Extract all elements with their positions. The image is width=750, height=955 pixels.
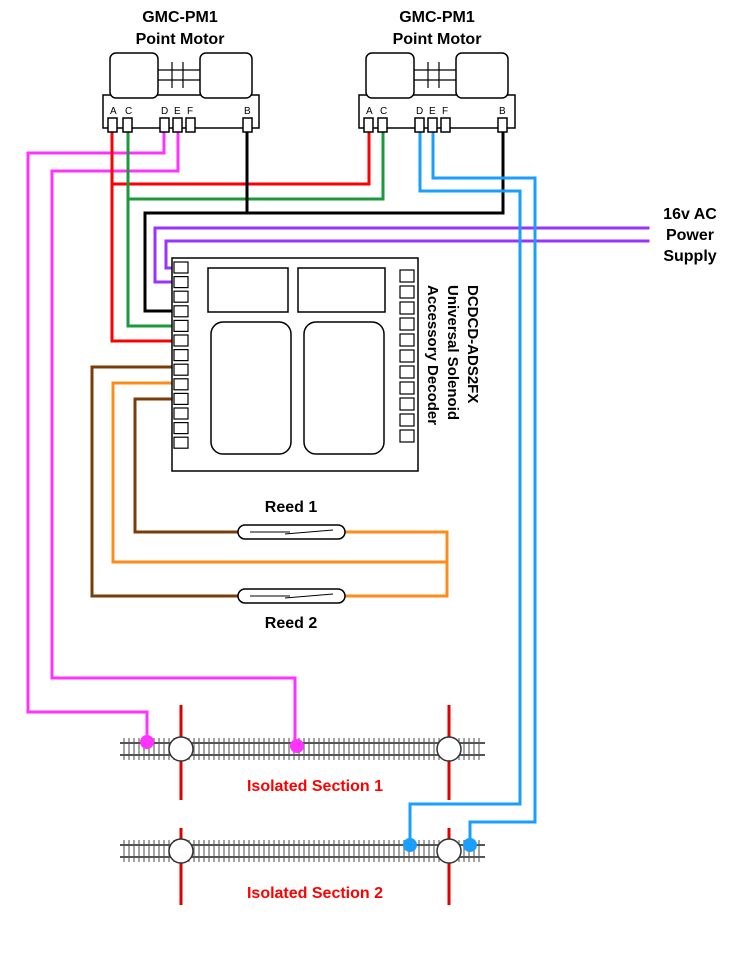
decoder-terminal	[399, 381, 415, 395]
decoder-terminal	[399, 365, 415, 379]
pin-label-e: E	[174, 106, 181, 117]
decoder-terminal	[173, 290, 189, 303]
reed-switch-1	[237, 524, 346, 540]
decoder-terminal	[399, 397, 415, 411]
pin-label-d: D	[416, 106, 423, 117]
decoder-left-terminals	[173, 261, 189, 449]
rail-joiner-2b	[436, 838, 462, 864]
wire-green-motor-left	[126, 131, 176, 328]
decoder-label-line1: DCDCD-ADS2FX	[464, 285, 481, 403]
feeder-dot-magenta-2	[290, 739, 304, 753]
power-supply-label-2: Power	[666, 227, 714, 244]
rail-joiner-1a	[168, 736, 194, 762]
decoder-terminal	[399, 285, 415, 299]
reed-1-label: Reed 1	[265, 499, 318, 516]
decoder-label: DCDCD-ADS2FX Universal Solenoid Accessor…	[424, 285, 481, 425]
wire-purple-power-1	[153, 226, 650, 284]
pin-label-c: C	[380, 106, 387, 117]
power-supply-label-1: 16v AC	[663, 206, 717, 223]
isolated-section-1-label: Isolated Section 1	[247, 778, 383, 795]
decoder-terminal	[173, 378, 189, 391]
decoder-terminal	[399, 301, 415, 315]
decoder-terminal	[399, 317, 415, 331]
decoder-terminal	[173, 407, 189, 420]
feeder-dot-blue-2	[463, 838, 477, 852]
decoder-terminal	[399, 349, 415, 363]
decoder-terminal	[173, 363, 189, 376]
decoder-terminal	[173, 334, 189, 347]
wire-magenta-1	[26, 131, 166, 744]
wire-brown-reed1	[133, 397, 240, 534]
decoder-terminal	[399, 333, 415, 347]
reed-2-label: Reed 2	[265, 615, 318, 632]
wire-black-common	[143, 131, 505, 313]
wire-orange-reed1	[343, 530, 449, 598]
decoder-terminal	[173, 392, 189, 405]
wire-red-motor-left	[110, 131, 176, 343]
pin-label-e: E	[429, 106, 436, 117]
decoder-right-terminals	[399, 269, 415, 443]
pin-label-a: A	[110, 106, 117, 117]
feeder-dot-magenta-1	[140, 735, 154, 749]
power-supply-label-3: Supply	[663, 248, 716, 265]
track-section-2	[120, 828, 485, 905]
decoder-terminal	[173, 436, 189, 449]
pin-label-b: B	[499, 106, 506, 117]
pin-label-c: C	[125, 106, 132, 117]
pin-label-d: D	[161, 106, 168, 117]
decoder-terminal	[173, 422, 189, 435]
motor-right-subtitle: Point Motor	[393, 31, 482, 48]
decoder-terminal	[173, 319, 189, 332]
pin-label-f: F	[442, 106, 448, 117]
wire-brown-reed2	[90, 365, 240, 598]
motor-left-subtitle: Point Motor	[136, 31, 225, 48]
pin-label-a: A	[366, 106, 373, 117]
wire-blue-1	[408, 131, 522, 847]
decoder-terminal	[399, 429, 415, 443]
decoder-terminal	[173, 305, 189, 318]
rail-joiner-2a	[168, 838, 194, 864]
decoder-terminal	[173, 276, 189, 289]
decoder-terminal	[173, 349, 189, 362]
motor-left-title: GMC-PM1	[142, 9, 218, 26]
wire-red-motor-right	[110, 131, 371, 186]
pin-label-b: B	[244, 106, 251, 117]
wire-orange-common	[111, 381, 449, 564]
motor-right-title: GMC-PM1	[399, 9, 475, 26]
decoder-terminal	[399, 269, 415, 283]
decoder-board	[171, 257, 419, 472]
wire-blue-2	[431, 131, 537, 847]
decoder-terminal	[173, 261, 189, 274]
rail-joiner-1b	[436, 736, 462, 762]
pin-label-f: F	[187, 106, 193, 117]
decoder-terminal	[399, 413, 415, 427]
wire-green-motor-right	[126, 131, 385, 201]
point-motor-left: A C D E F B	[102, 52, 260, 133]
wire-purple-power-2	[164, 239, 650, 270]
decoder-label-line2: Universal Solenoid	[444, 285, 461, 420]
isolated-section-2-label: Isolated Section 2	[247, 885, 383, 902]
reed-switch-2	[237, 588, 346, 604]
feeder-dot-blue-1	[403, 838, 417, 852]
wire-magenta-2	[50, 131, 297, 747]
decoder-label-line3: Accessory Decoder	[424, 285, 441, 425]
point-motor-right: A C D E F B	[358, 52, 516, 133]
